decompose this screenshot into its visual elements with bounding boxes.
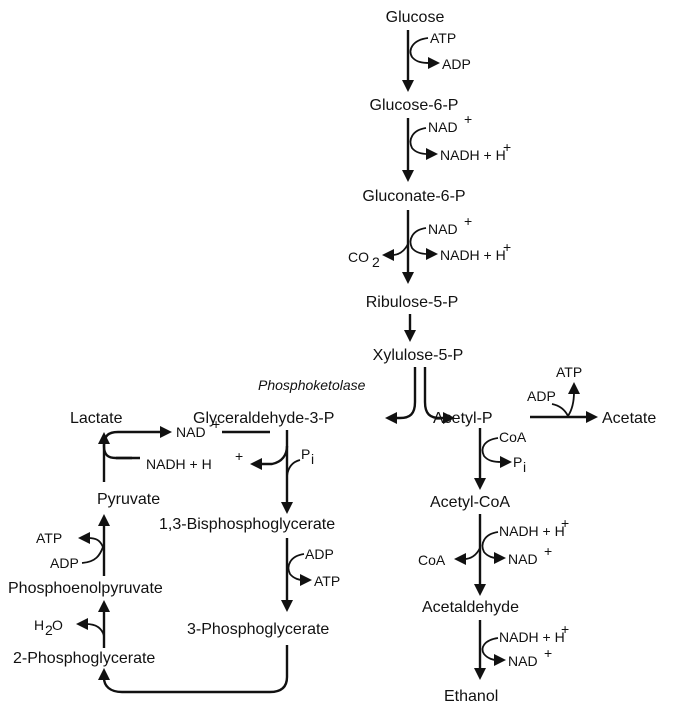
- adp-cofactor: ADP: [442, 56, 471, 72]
- svg-text:P: P: [513, 454, 522, 470]
- step-phosphoketolase: [385, 367, 455, 424]
- svg-text:NADH + H: NADH + H: [146, 456, 212, 472]
- svg-text:NAD: NAD: [508, 551, 538, 567]
- svg-text:+: +: [503, 139, 511, 155]
- bisphosphoglycerate-label: 1,3-Bisphosphoglycerate: [159, 516, 335, 533]
- svg-text:+: +: [561, 515, 569, 531]
- step-acetaldehyde-dehydrogenase: NADH + H + NAD + CoA: [418, 514, 569, 596]
- svg-text:NAD: NAD: [508, 653, 538, 669]
- atp-cofactor: ATP: [36, 530, 62, 546]
- lactate-label: Lactate: [70, 410, 123, 427]
- acetaldehyde-label: Acetaldehyde: [422, 599, 519, 616]
- step-gapdh: P i: [281, 430, 314, 514]
- svg-text:+: +: [235, 448, 243, 464]
- step-phosphoglycerate-kinase: ADP ATP: [281, 538, 340, 612]
- atp-cofactor: ATP: [556, 364, 582, 380]
- step-epimerase: [404, 314, 416, 342]
- co2-cofactor: CO 2: [348, 249, 380, 270]
- nadh-cofactor: NADH + H +: [440, 239, 511, 263]
- nadh-cofactor: NADH + H +: [499, 621, 569, 645]
- svg-text:NADH + H: NADH + H: [499, 523, 565, 539]
- svg-text:2: 2: [372, 254, 380, 270]
- ribulose-5p-label: Ribulose-5-P: [366, 294, 458, 311]
- glucose-6p-label: Glucose-6-P: [370, 97, 459, 114]
- svg-text:NAD: NAD: [428, 119, 458, 135]
- adp-cofactor: ADP: [305, 546, 334, 562]
- adp-cofactor: ADP: [527, 388, 556, 404]
- nad-cofactor: NAD +: [428, 213, 472, 237]
- svg-text:+: +: [464, 213, 472, 229]
- acetyl-p-label: Acetyl-P: [433, 410, 493, 427]
- svg-text:H: H: [34, 617, 44, 633]
- pyruvate-label: Pyruvate: [97, 491, 160, 508]
- nad-cofactor: NAD +: [176, 416, 220, 440]
- nadh-cofactor: NADH + H +: [440, 139, 511, 163]
- svg-text:NADH + H: NADH + H: [499, 629, 565, 645]
- step-phosphotransacetylase: CoA P i: [474, 428, 527, 490]
- step-acetate-kinase: ADP ATP: [527, 364, 598, 423]
- nad-cofactor: NAD +: [508, 543, 552, 567]
- phosphoketolase-label: Phosphoketolase: [258, 377, 366, 393]
- step-pyruvate-kinase: ADP ATP: [36, 514, 110, 576]
- step-phosphoglycerate-mutase: [98, 645, 289, 694]
- step-6pg-dehydrogenase: NAD + NADH + H + CO 2: [348, 210, 511, 284]
- svg-text:O: O: [52, 617, 63, 633]
- svg-text:+: +: [561, 621, 569, 637]
- gluconate-6p-label: Gluconate-6-P: [362, 188, 465, 205]
- ethanol-label: Ethanol: [444, 688, 498, 705]
- h2o-cofactor: H 2 O: [34, 617, 63, 638]
- nad-cofactor: NAD +: [428, 111, 472, 135]
- svg-text:i: i: [523, 459, 526, 475]
- pi-cofactor: P i: [513, 454, 526, 475]
- nadh-cofactor: NADH + H +: [499, 515, 569, 539]
- phosphoenolpyruvate-label: Phosphoenolpyruvate: [8, 580, 163, 597]
- step-lactate-dehydrogenase: [98, 432, 110, 482]
- acetyl-coa-label: Acetyl-CoA: [430, 494, 510, 511]
- svg-text:+: +: [503, 239, 511, 255]
- acetate-label: Acetate: [602, 410, 656, 427]
- 2-phosphoglycerate-label: 2-Phosphoglycerate: [13, 650, 155, 667]
- nadh-cofactor: NADH + H +: [146, 448, 243, 472]
- glyceraldehyde-3p-label: Glyceraldehyde-3-P: [193, 410, 334, 427]
- step-g6p-dehydrogenase: NAD + NADH + H +: [402, 111, 511, 182]
- step-hexokinase: ATP ADP: [402, 30, 471, 92]
- adp-cofactor: ADP: [50, 555, 79, 571]
- xylulose-5p-label: Xylulose-5-P: [373, 347, 464, 364]
- svg-text:NAD: NAD: [428, 221, 458, 237]
- coa-cofactor: CoA: [418, 552, 446, 568]
- svg-text:i: i: [311, 451, 314, 467]
- svg-text:NADH + H: NADH + H: [440, 147, 506, 163]
- nad-cofactor: NAD +: [508, 645, 552, 669]
- svg-text:+: +: [212, 416, 220, 432]
- pi-cofactor: P i: [301, 446, 314, 467]
- atp-cofactor: ATP: [430, 30, 456, 46]
- svg-text:+: +: [464, 111, 472, 127]
- svg-text:P: P: [301, 446, 310, 462]
- coa-cofactor: CoA: [499, 429, 527, 445]
- step-alcohol-dehydrogenase: NADH + H + NAD +: [474, 620, 569, 680]
- svg-text:NAD: NAD: [176, 424, 206, 440]
- svg-text:+: +: [544, 543, 552, 559]
- 3-phosphoglycerate-label: 3-Phosphoglycerate: [187, 621, 329, 638]
- svg-text:+: +: [544, 645, 552, 661]
- svg-text:2: 2: [45, 622, 53, 638]
- atp-cofactor: ATP: [314, 573, 340, 589]
- svg-text:CO: CO: [348, 249, 369, 265]
- glucose-label: Glucose: [386, 9, 445, 26]
- step-enolase: H 2 O: [34, 600, 110, 648]
- svg-text:NADH + H: NADH + H: [440, 247, 506, 263]
